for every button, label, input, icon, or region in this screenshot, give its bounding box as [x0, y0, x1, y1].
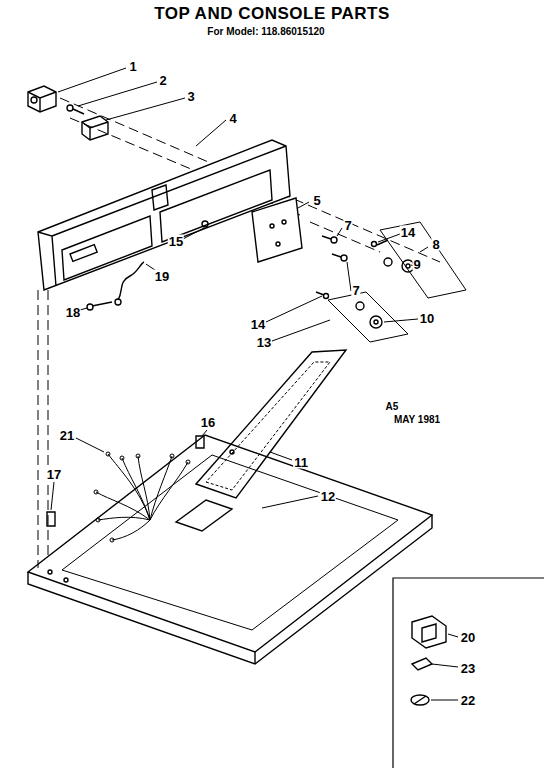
screw: [47, 436, 204, 526]
callout-number: 3: [186, 90, 195, 103]
callout-number: 14: [250, 318, 266, 331]
callout-number: 10: [419, 312, 435, 325]
callout-number: 21: [59, 429, 75, 442]
knob: [356, 258, 414, 328]
switch: [82, 116, 108, 140]
callout-number: 14: [400, 226, 416, 239]
callout-number: 17: [46, 468, 62, 481]
callout-number: 20: [460, 631, 476, 644]
inset-parts: [411, 616, 446, 705]
leader-line: [51, 68, 458, 700]
screw: [202, 221, 388, 299]
callout-number: 4: [228, 112, 237, 125]
callout-number: 15: [168, 235, 184, 248]
callout-number: 7: [351, 284, 360, 297]
plate: [252, 198, 302, 262]
callout-number: 9: [412, 258, 421, 271]
timer: [28, 86, 56, 112]
callout-number: 22: [460, 694, 476, 707]
date-note: MAY 1981: [393, 415, 441, 425]
callout-number: 11: [293, 456, 309, 469]
callout-number: 12: [320, 490, 336, 503]
assembly-axis: [38, 98, 440, 568]
screw: [67, 105, 84, 114]
callout-number: 23: [460, 662, 476, 675]
model-note: For Model: 118.86015120: [206, 27, 325, 37]
dryer-top: [28, 435, 432, 664]
callout-number: 19: [154, 270, 170, 283]
wire-harness: [94, 452, 190, 542]
callout-number: 1: [128, 60, 137, 73]
callout-number: 7: [343, 219, 352, 232]
kit-outline: [328, 222, 466, 342]
note: A5: [385, 402, 400, 412]
callout-number: 16: [200, 416, 216, 429]
callout-number: 13: [256, 336, 272, 349]
callout-number: 2: [158, 74, 167, 87]
callout-number: 18: [65, 306, 81, 319]
title: TOP AND CONSOLE PARTS: [0, 4, 544, 24]
ground-wire: [87, 262, 144, 310]
callout-number: 8: [431, 238, 440, 251]
inset-frame: [393, 578, 544, 768]
callout-number: 5: [312, 194, 321, 207]
